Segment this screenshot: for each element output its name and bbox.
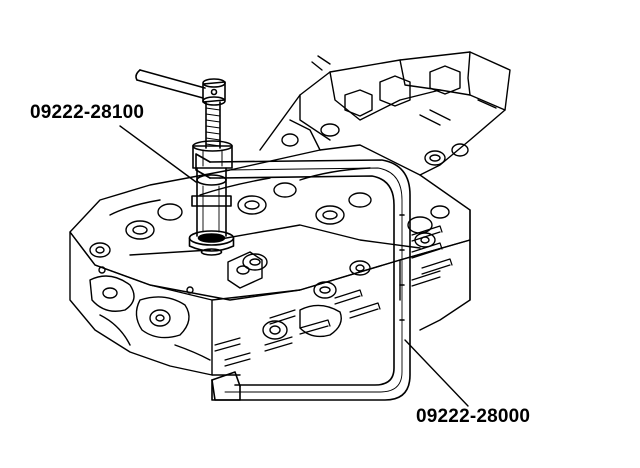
studs [214, 225, 453, 367]
leader-line-tool-a [119, 125, 197, 183]
leader-line-tool-b [404, 339, 469, 407]
valve-spring-compressor-adapter [135, 69, 235, 256]
valve-spring-compressor-frame [195, 153, 411, 401]
callout-adapter-part-number: 09222-28100 [30, 102, 145, 123]
callout-frame-part-number: 09222-28000 [416, 406, 531, 427]
leader-lines [119, 125, 469, 407]
cylinder-head [69, 51, 511, 376]
